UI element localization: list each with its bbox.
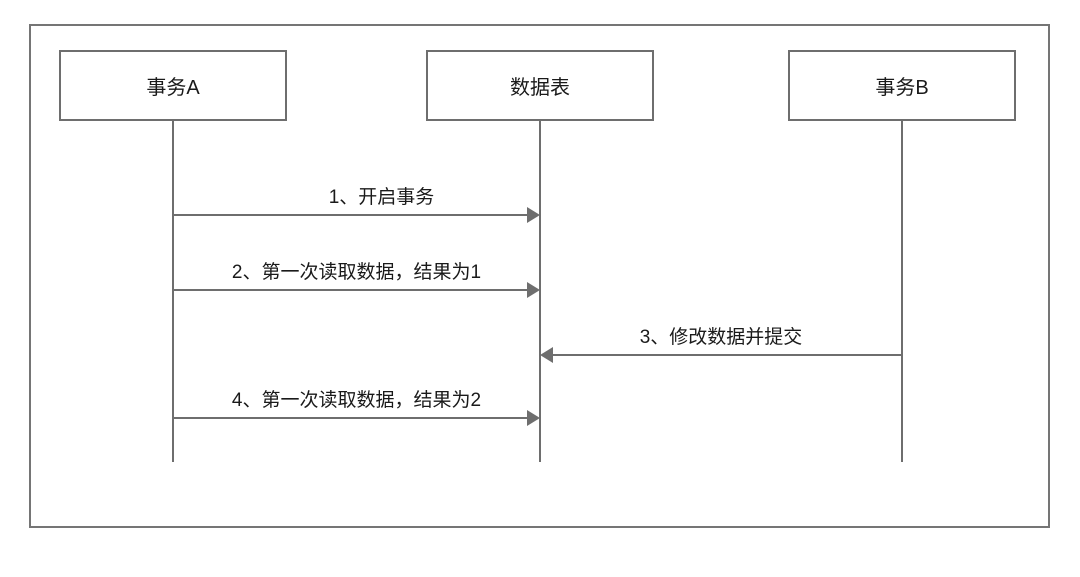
- actor-label-transaction-b: 事务B: [875, 77, 929, 99]
- message-4-arrowhead-right-icon: [527, 410, 540, 426]
- message-3-arrowhead-left-icon: [540, 347, 553, 363]
- actor-box-transaction-a: 事务A: [59, 50, 287, 121]
- message-2-arrowhead-right-icon: [527, 282, 540, 298]
- actor-label-data-table: 数据表: [510, 77, 570, 99]
- message-4-label: 4、第一次读取数据，结果为2: [231, 390, 482, 411]
- message-2-line: [173, 289, 527, 291]
- message-3-line: [552, 354, 902, 356]
- lifeline-transaction-a: [172, 121, 174, 462]
- message-3-label: 3、修改数据并提交: [639, 327, 803, 348]
- lifeline-transaction-b: [901, 121, 903, 462]
- lifeline-data-table: [539, 121, 541, 462]
- message-1-arrowhead-right-icon: [527, 207, 540, 223]
- actor-box-transaction-b: 事务B: [788, 50, 1016, 121]
- actor-box-data-table: 数据表: [426, 50, 654, 121]
- message-4-line: [173, 417, 527, 419]
- message-1-label: 1、开启事务: [328, 187, 435, 208]
- message-1-line: [173, 214, 527, 216]
- message-2-label: 2、第一次读取数据，结果为1: [231, 262, 482, 283]
- actor-label-transaction-a: 事务A: [146, 77, 200, 99]
